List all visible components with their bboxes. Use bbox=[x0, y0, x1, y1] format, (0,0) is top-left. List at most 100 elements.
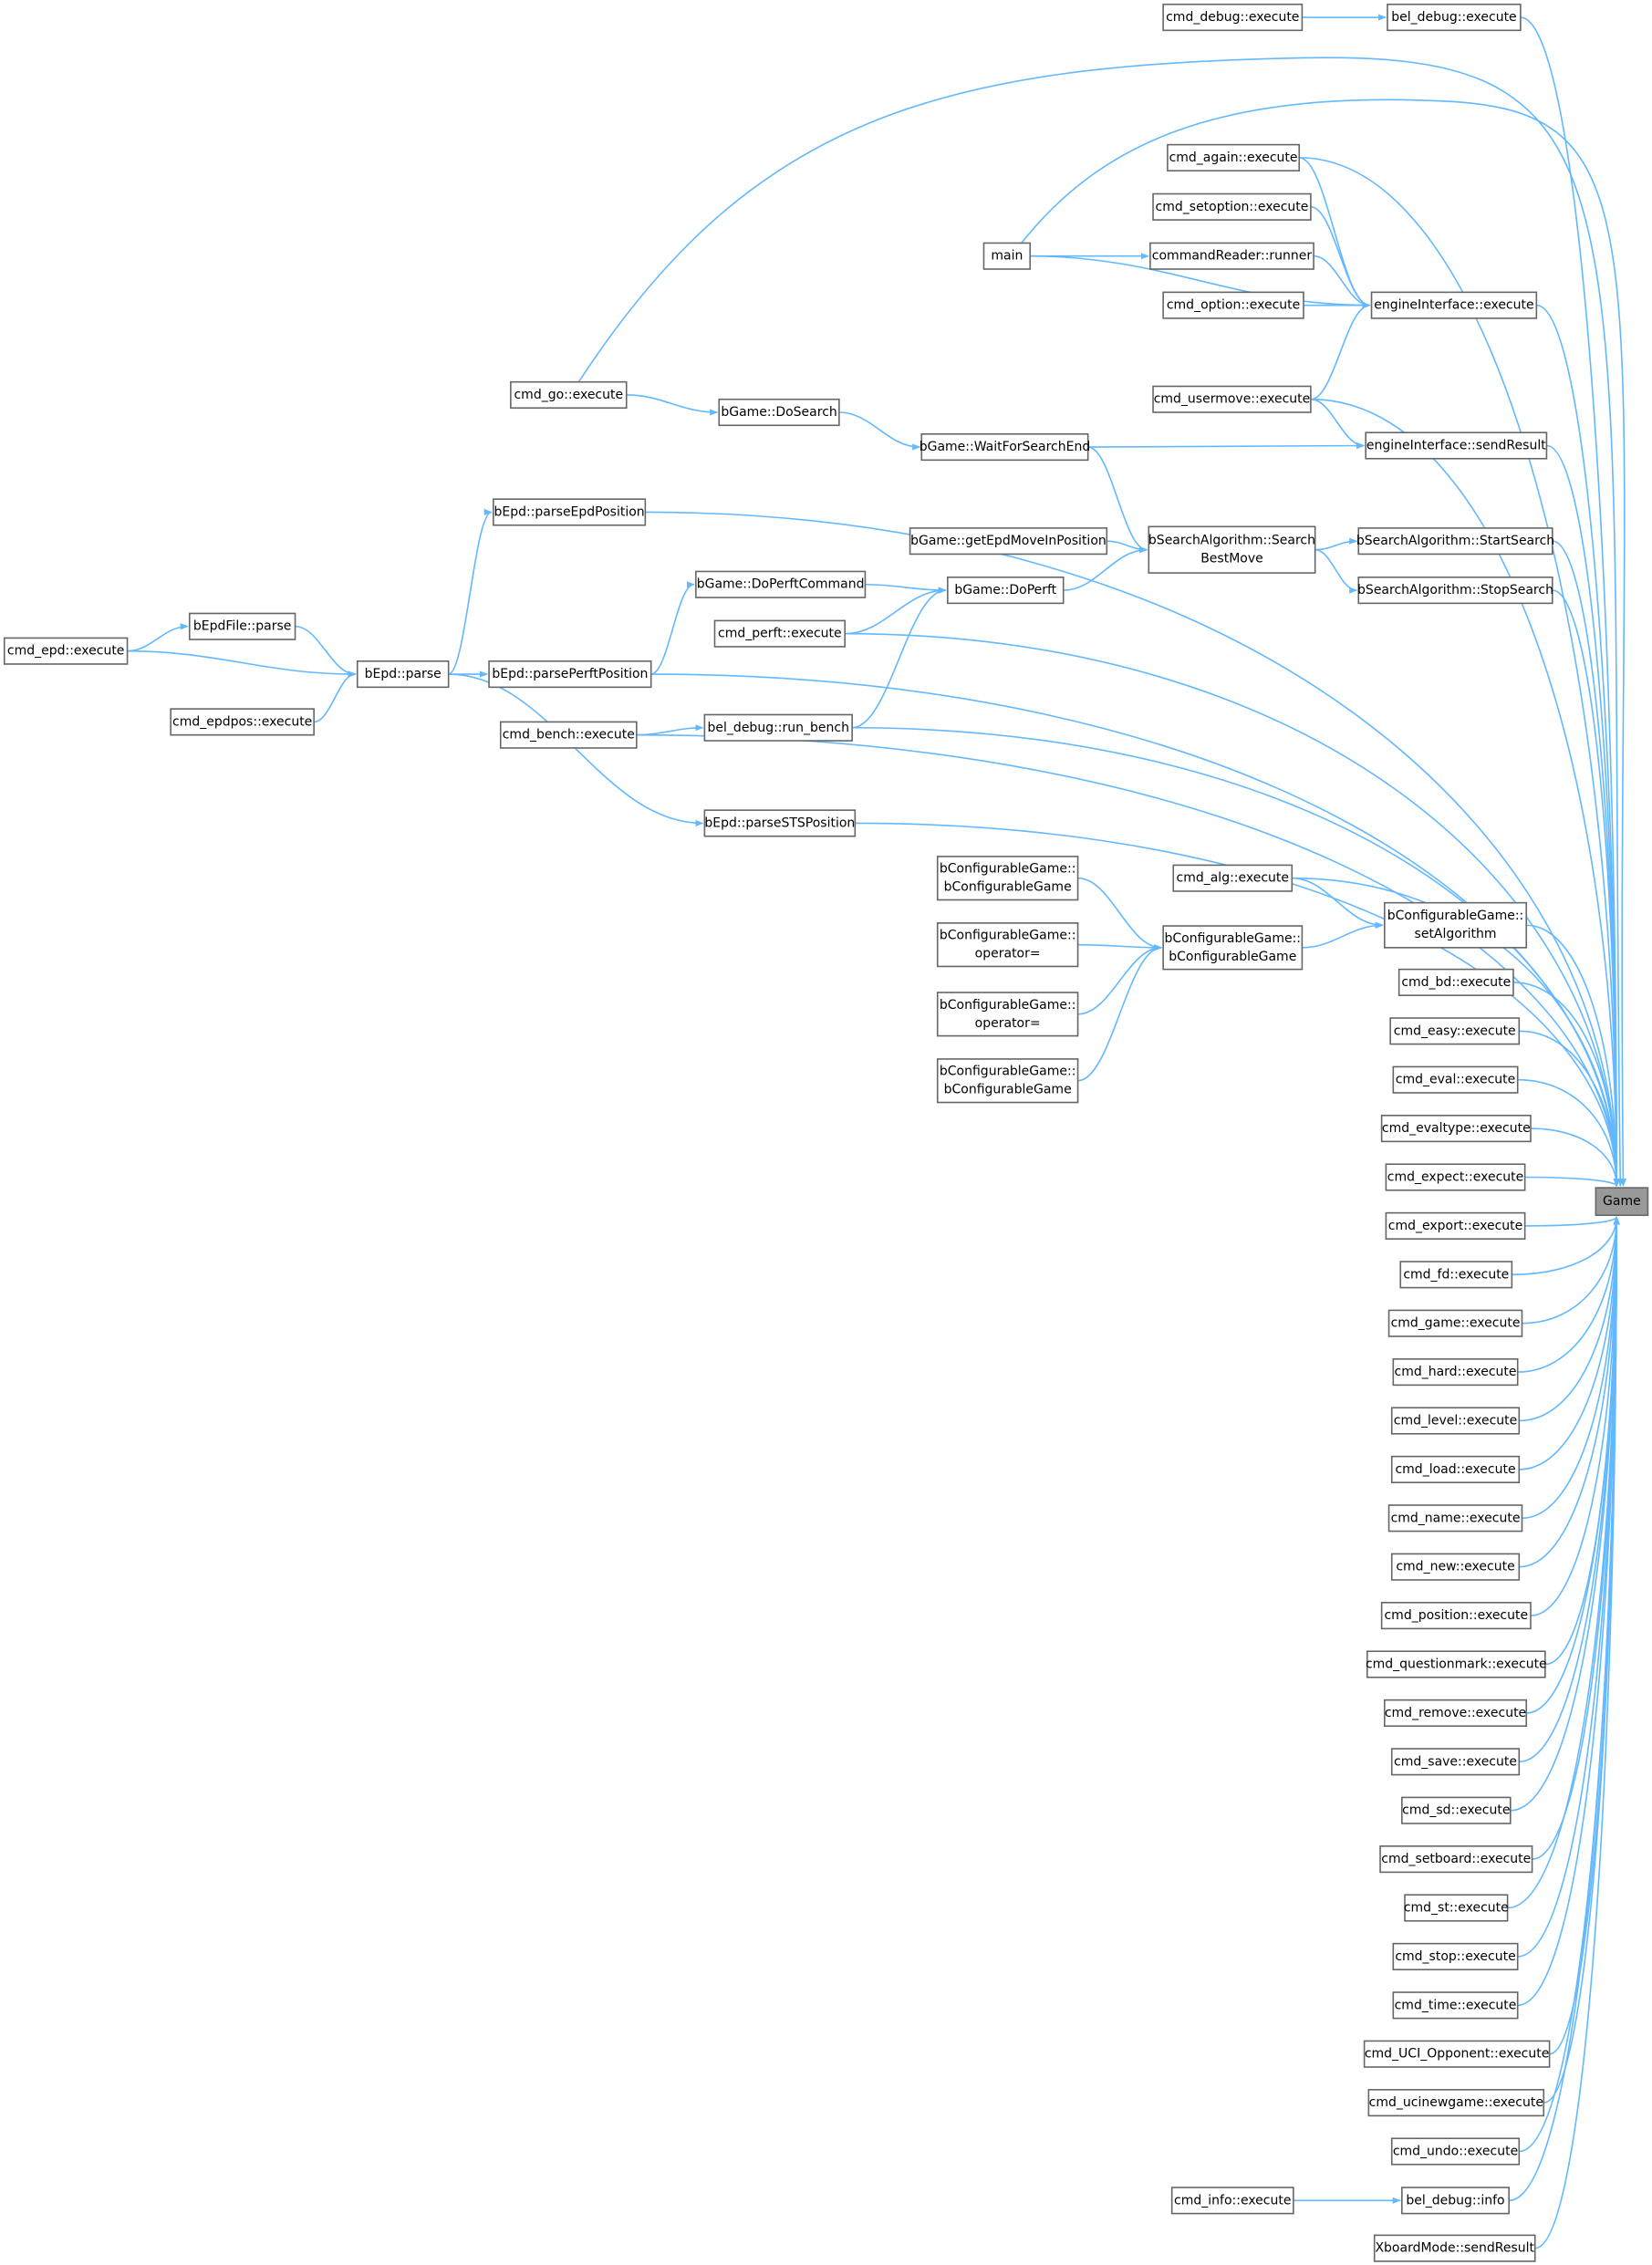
node-cmd-perft[interactable]: cmd_perft::execute bbox=[713, 619, 847, 648]
node-label: cmd_stop::execute bbox=[1395, 1949, 1515, 1964]
node-cmd-st[interactable]: cmd_st::execute bbox=[1404, 1894, 1509, 1922]
node-label: cmd_fd::execute bbox=[1403, 1267, 1509, 1282]
node-cmd-ucinewgame[interactable]: cmd_ucinewgame::execute bbox=[1367, 2089, 1545, 2117]
node-startsearch[interactable]: bSearchAlgorithm::StartSearch bbox=[1356, 527, 1554, 556]
node-main[interactable]: main bbox=[982, 242, 1032, 270]
node-label: cmd_bench::execute bbox=[503, 728, 635, 743]
edge-cmd-game-to-game bbox=[1522, 1216, 1620, 1325]
node-box bbox=[936, 856, 1079, 901]
node-label: bEpd::parseSTSPosition bbox=[704, 816, 855, 830]
node-cmd-name[interactable]: cmd_name::execute bbox=[1387, 1504, 1523, 1533]
node-box bbox=[1404, 1894, 1509, 1922]
node-bcg-op1[interactable]: bConfigurableGame::operator= bbox=[936, 922, 1079, 968]
node-box bbox=[1595, 1187, 1649, 1217]
node-cmd-setboard[interactable]: cmd_setboard::execute bbox=[1379, 1845, 1533, 1874]
node-box bbox=[1373, 2234, 1536, 2262]
node-label: cmd_epd::execute bbox=[7, 644, 125, 659]
node-cmd-epd[interactable]: cmd_epd::execute bbox=[3, 637, 129, 665]
node-dosearch[interactable]: bGame::DoSearch bbox=[718, 398, 840, 427]
node-box bbox=[1162, 925, 1304, 971]
node-bcg-ctor1[interactable]: bConfigurableGame::bConfigurableGame bbox=[936, 856, 1079, 901]
node-cmd-evaltype[interactable]: cmd_evaltype::execute bbox=[1380, 1115, 1532, 1143]
node-bcg-center[interactable]: bConfigurableGame::bConfigurableGame bbox=[1162, 925, 1304, 971]
node-cmd-again[interactable]: cmd_again::execute bbox=[1167, 143, 1301, 171]
node-box bbox=[1149, 242, 1314, 270]
node-cmd-easy[interactable]: cmd_easy::execute bbox=[1389, 1017, 1521, 1045]
node-game[interactable]: Game bbox=[1595, 1187, 1649, 1217]
node-doperftcmd[interactable]: bGame::DoPerftCommand bbox=[695, 570, 867, 598]
node-cmd-time[interactable]: cmd_time::execute bbox=[1392, 1991, 1519, 2020]
node-cmd-setoption[interactable]: cmd_setoption::execute bbox=[1152, 192, 1312, 221]
node-bcg-ctor2[interactable]: bConfigurableGame::bConfigurableGame bbox=[936, 1058, 1079, 1104]
node-runbench[interactable]: bel_debug::run_bench bbox=[703, 713, 853, 742]
edge-bcg-op2-to-bcg-center bbox=[1077, 944, 1163, 1015]
node-cmd-hard[interactable]: cmd_hard::execute bbox=[1392, 1358, 1519, 1387]
node-box bbox=[1357, 527, 1553, 556]
node-label: bSearchAlgorithm::StartSearch bbox=[1356, 534, 1554, 548]
edge-cmd-load-to-game bbox=[1519, 1216, 1620, 1470]
node-doperft[interactable]: bGame::DoPerft bbox=[947, 577, 1065, 605]
node-bel-debug-exec[interactable]: bel_debug::execute bbox=[1387, 3, 1522, 32]
node-cmd-option[interactable]: cmd_option::execute bbox=[1162, 291, 1304, 319]
node-bel-debug-info[interactable]: bel_debug::info bbox=[1401, 2187, 1510, 2215]
node-cmd-undo[interactable]: cmd_undo::execute bbox=[1390, 2137, 1521, 2166]
node-cmd-stop[interactable]: cmd_stop::execute bbox=[1392, 1942, 1519, 1970]
node-label: cmd_undo::execute bbox=[1393, 2145, 1518, 2159]
node-cmd-uci-opp[interactable]: cmd_UCI_Opponent::execute bbox=[1363, 2040, 1551, 2068]
node-stopsearch[interactable]: bSearchAlgorithm::StopSearch bbox=[1357, 577, 1553, 605]
node-parsests[interactable]: bEpd::parseSTSPosition bbox=[703, 809, 857, 837]
node-label: cmd_sd::execute bbox=[1402, 1803, 1510, 1818]
node-cmd-epdpos[interactable]: cmd_epdpos::execute bbox=[170, 708, 315, 736]
edge-cmd-perft-to-doperft bbox=[845, 587, 947, 635]
node-cmd-eval[interactable]: cmd_eval::execute bbox=[1392, 1065, 1519, 1094]
node-box bbox=[1170, 2187, 1294, 2215]
node-label: bConfigurableGame:: bbox=[1387, 909, 1524, 923]
node-label: cmd_level::execute bbox=[1394, 1413, 1517, 1428]
node-cmd-remove[interactable]: cmd_remove::execute bbox=[1384, 1699, 1528, 1727]
node-ei-sendresult[interactable]: engineInterface::sendResult bbox=[1365, 431, 1548, 460]
node-label: cmd_UCI_Opponent::execute bbox=[1365, 2047, 1550, 2062]
node-label: operator= bbox=[975, 1016, 1041, 1031]
node-box bbox=[499, 721, 638, 749]
node-cmd-load[interactable]: cmd_load::execute bbox=[1390, 1455, 1521, 1483]
edge-cmd-hard-to-game bbox=[1517, 1216, 1620, 1373]
node-bepdparse[interactable]: bEpd::parse bbox=[356, 660, 450, 689]
node-cmd-usermove[interactable]: cmd_usermove::execute bbox=[1152, 385, 1312, 413]
node-box bbox=[1384, 1699, 1528, 1727]
node-cmd-game[interactable]: cmd_game::execute bbox=[1387, 1309, 1523, 1337]
node-box bbox=[718, 398, 840, 427]
node-waitsearch[interactable]: bGame::WaitForSearchEnd bbox=[920, 432, 1090, 462]
node-ei-execute[interactable]: engineInterface::execute bbox=[1370, 291, 1538, 319]
node-cmdreader[interactable]: commandReader::runner bbox=[1149, 242, 1314, 270]
node-box bbox=[695, 570, 867, 598]
node-cmd-export[interactable]: cmd_export::execute bbox=[1385, 1211, 1526, 1240]
node-label: bGame::DoPerft bbox=[954, 583, 1056, 597]
node-parseperft[interactable]: bEpd::parsePerftPosition bbox=[488, 660, 652, 689]
node-cmd-bench[interactable]: cmd_bench::execute bbox=[499, 721, 638, 749]
node-parseepd[interactable]: bEpd::parseEpdPosition bbox=[493, 498, 647, 526]
edge-cmd-name-to-game bbox=[1522, 1216, 1620, 1520]
node-cmd-fd[interactable]: cmd_fd::execute bbox=[1399, 1261, 1513, 1289]
node-box bbox=[1379, 1845, 1533, 1874]
node-cmd-go[interactable]: cmd_go::execute bbox=[510, 380, 628, 410]
node-cmd-level[interactable]: cmd_level::execute bbox=[1390, 1407, 1521, 1435]
node-cmd-expect[interactable]: cmd_expect::execute bbox=[1385, 1163, 1526, 1191]
node-cmd-info[interactable]: cmd_info::execute bbox=[1170, 2187, 1294, 2215]
node-xboard-send[interactable]: XboardMode::sendResult bbox=[1373, 2234, 1536, 2262]
node-label: cmd_perft::execute bbox=[718, 627, 842, 641]
node-cmd-position[interactable]: cmd_position::execute bbox=[1380, 1602, 1532, 1630]
node-epdfileparse[interactable]: bEpdFile::parse bbox=[188, 612, 296, 640]
node-setalg[interactable]: bConfigurableGame::setAlgorithm bbox=[1384, 901, 1528, 949]
node-label: bConfigurableGame bbox=[944, 1083, 1072, 1097]
node-getepdmove[interactable]: bGame::getEpdMoveInPosition bbox=[909, 527, 1108, 556]
node-cmd-questionmark[interactable]: cmd_questionmark::execute bbox=[1366, 1650, 1547, 1678]
node-cmd-bd[interactable]: cmd_bd::execute bbox=[1397, 968, 1514, 996]
node-cmd-debug[interactable]: cmd_debug::execute bbox=[1162, 3, 1304, 32]
node-label: operator= bbox=[975, 947, 1041, 961]
node-cmd-new[interactable]: cmd_new::execute bbox=[1390, 1553, 1521, 1581]
node-bcg-op2[interactable]: bConfigurableGame::operator= bbox=[936, 992, 1079, 1037]
node-cmd-alg[interactable]: cmd_alg::execute bbox=[1172, 864, 1294, 892]
node-cmd-sd[interactable]: cmd_sd::execute bbox=[1401, 1796, 1512, 1824]
node-cmd-save[interactable]: cmd_save::execute bbox=[1390, 1748, 1521, 1776]
